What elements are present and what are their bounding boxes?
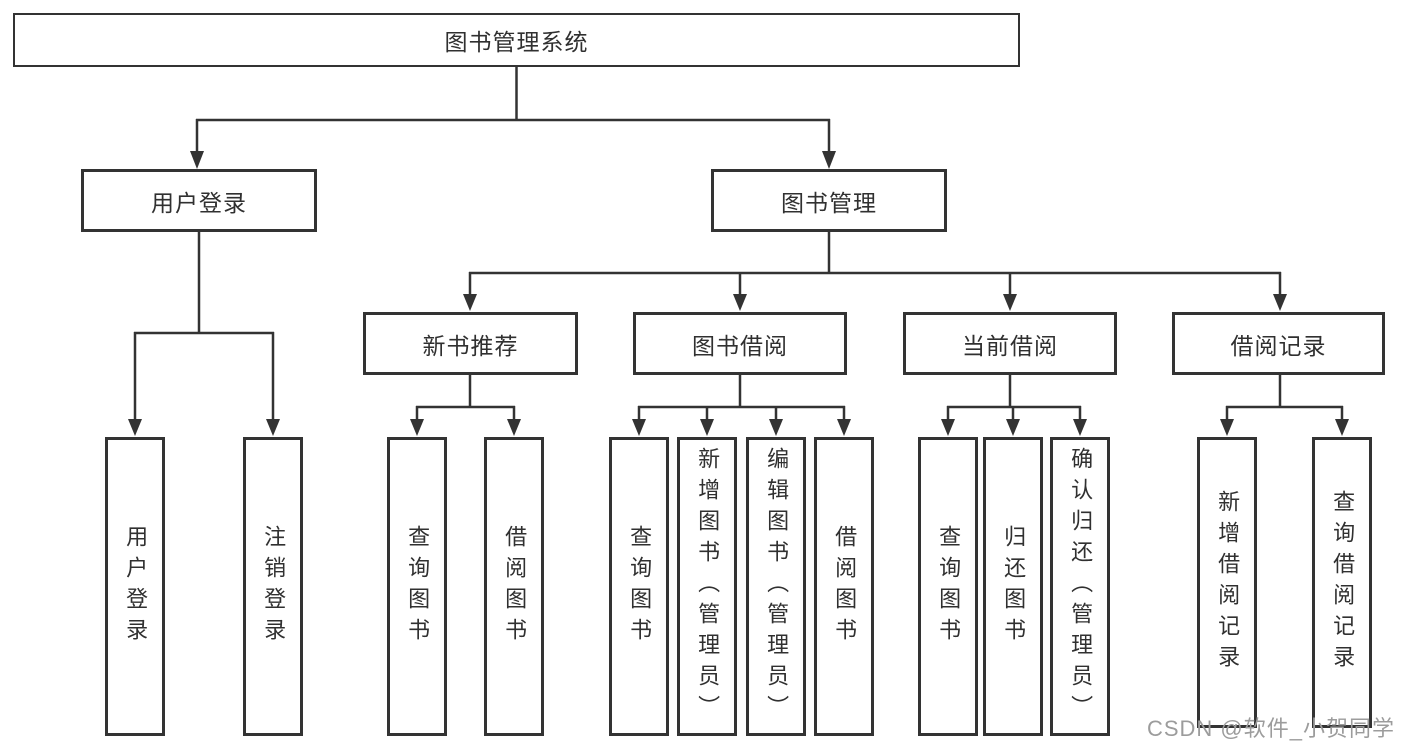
node-current-borrowing-label: 当前借阅 <box>962 332 1058 359</box>
leaf-edit-books-admin-label: 编辑图书（管理员） <box>764 447 790 726</box>
node-book-borrowing: 图书借阅 <box>633 312 847 375</box>
node-book-management: 图书管理 <box>711 169 947 232</box>
leaf-add-books-admin: 新增图书（管理员） <box>677 437 737 736</box>
node-book-management-label: 图书管理 <box>781 189 877 216</box>
leaf-borrow-books: 借阅图书 <box>814 437 874 736</box>
leaf-query-borrow-record-label: 查询借阅记录 <box>1330 489 1356 676</box>
leaf-borrow-books-label: 借阅图书 <box>832 524 858 649</box>
node-current-borrowing: 当前借阅 <box>903 312 1117 375</box>
leaf-borrow-books-recommend-label: 借阅图书 <box>502 524 528 649</box>
watermark-text: CSDN @软件_小贺同学 <box>1146 716 1395 741</box>
leaf-borrow-books-recommend: 借阅图书 <box>484 437 544 736</box>
leaf-user-login: 用户登录 <box>105 437 165 736</box>
leaf-add-borrow-record-label: 新增借阅记录 <box>1215 489 1241 676</box>
leaf-query-borrow-record: 查询借阅记录 <box>1312 437 1372 728</box>
leaf-edit-books-admin: 编辑图书（管理员） <box>746 437 806 736</box>
node-borrowing-records: 借阅记录 <box>1172 312 1385 375</box>
leaf-user-login-label: 用户登录 <box>123 524 149 649</box>
leaf-logout: 注销登录 <box>243 437 303 736</box>
node-user-login-label: 用户登录 <box>151 189 247 216</box>
leaf-confirm-return-admin-label: 确认归还（管理员） <box>1068 447 1094 726</box>
node-library-management-system: 图书管理系统 <box>13 13 1020 67</box>
leaf-query-books-recommend-label: 查询图书 <box>405 524 431 649</box>
node-new-book-recommend-label: 新书推荐 <box>422 332 519 359</box>
leaf-query-books-borrowing-label: 查询图书 <box>627 524 653 649</box>
leaf-logout-label: 注销登录 <box>261 524 287 649</box>
leaf-query-books-borrowing: 查询图书 <box>609 437 669 736</box>
leaf-add-books-admin-label: 新增图书（管理员） <box>695 447 721 726</box>
node-book-borrowing-label: 图书借阅 <box>692 332 788 359</box>
node-library-management-system-label: 图书管理系统 <box>444 29 589 55</box>
node-borrowing-records-label: 借阅记录 <box>1230 332 1327 359</box>
leaf-query-books-current-label: 查询图书 <box>936 524 962 649</box>
leaf-return-books: 归还图书 <box>983 437 1043 736</box>
leaf-query-books-current: 查询图书 <box>918 437 978 736</box>
node-user-login: 用户登录 <box>81 169 317 232</box>
arrowhead-icons <box>128 151 1349 436</box>
leaf-confirm-return-admin: 确认归还（管理员） <box>1050 437 1110 736</box>
node-new-book-recommend: 新书推荐 <box>363 312 578 375</box>
leaf-query-books-recommend: 查询图书 <box>387 437 447 736</box>
leaf-return-books-label: 归还图书 <box>1001 524 1027 649</box>
leaf-add-borrow-record: 新增借阅记录 <box>1197 437 1257 728</box>
